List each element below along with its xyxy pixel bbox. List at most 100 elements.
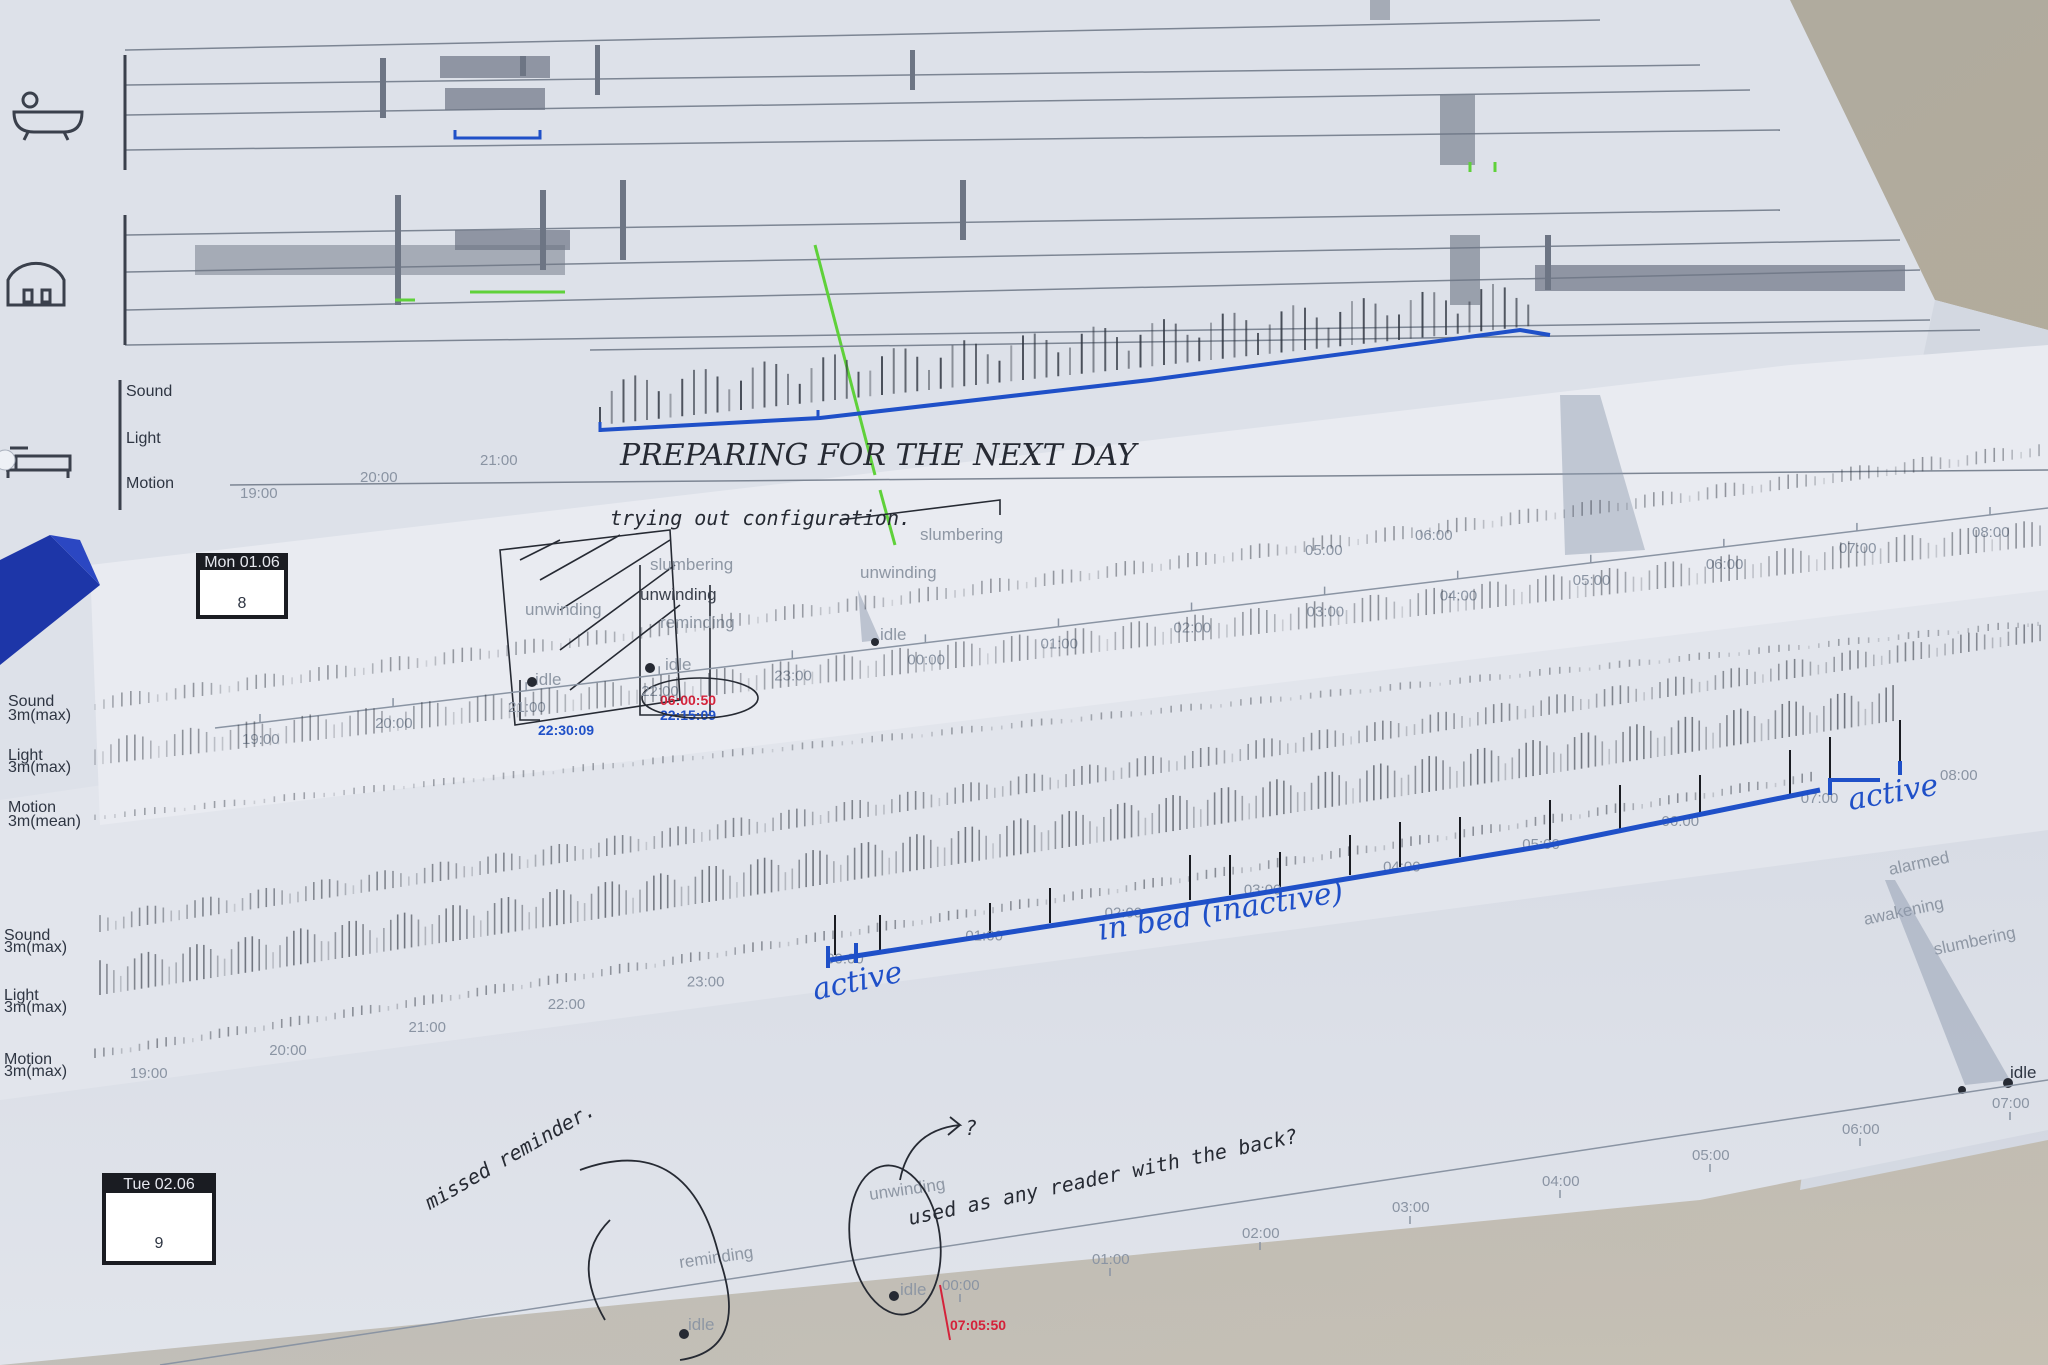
day-8-state-unwinding-overlay: unwinding [640,585,717,604]
day-8-tick-label: 23:00 [774,667,812,684]
missed-reminder-arc [579,1159,730,1361]
sensor-tick-rows [94,444,2041,1058]
sensor-axis-tick-label: 20:00 [269,1042,307,1059]
sensor-axis-tick-label: 19:00 [130,1065,168,1082]
upper-strip-1-blue-bracket [453,130,542,140]
day-9-alarm-time: 07:05:50 [950,1317,1006,1333]
sensor-label-light-2: Light [4,987,39,1004]
day-9-tick-label: 00:00 [942,1277,980,1294]
day-9-state-idle-1: idle [688,1315,714,1334]
day-8-time-handwritten-2: 22:15:09 [660,707,716,723]
day-8-tick-label: 22:00 [641,683,679,700]
day-8-state-sketch [499,529,711,726]
bed-axis-tick-1900: 19:00 [240,485,278,502]
active-bracket-left [826,943,858,968]
day-9-tick-label: 04:00 [1542,1173,1580,1190]
bed-strip-blue-brackets [598,410,820,432]
sensor-agg-sound-2: 3m(max) [4,939,67,956]
day-8-alarm-circle [641,677,759,719]
unwinding-circle [848,1164,942,1316]
day-8-tick-label: 06:00 [1706,556,1744,573]
day-9-state-dot-4 [889,1291,899,1301]
day-8-tick-label: 08:00 [1972,524,2010,541]
sensor-axis-tick-label: 21:00 [408,1019,446,1036]
day-9-state-dot-3 [679,1329,689,1339]
day-9-state-idle-right: idle [2010,1063,2036,1082]
day-9-badge-number: 9 [155,1235,164,1252]
day-9-alarm-marker [939,1284,951,1341]
day-8-tick-label: 01:00 [1040,635,1078,652]
day-9-badge-label: Tue 02.06 [123,1176,195,1193]
sensor-axis-tick-label: 23:00 [687,973,725,990]
bathtub-icon [12,91,84,141]
sensor-axis-tick-label: 22:00 [548,996,586,1013]
day-9-tick-label: 07:00 [1992,1095,2030,1112]
sensor-label-sound-1: Sound [8,693,54,710]
annotation-preparing: PREPARING FOR THE NEXT DAY [619,438,1140,473]
day-8-top-dot [871,638,879,646]
day-9-timeline-axis [159,1079,2048,1365]
day-9-state-idle-2: idle [900,1280,926,1299]
trying-out-bracket [839,499,1001,521]
day-8-timeline-axis [214,507,2048,729]
day-8-top-state-slumbering: slumbering [920,525,1003,544]
day-8-badge-number: 8 [238,595,247,612]
day-8-tick-label: 19:00 [242,731,280,748]
day-9-badge: Tue 02.06 9 [102,1173,216,1265]
green-highlight-line [813,244,877,476]
bed-axis-tick-0500: 05:00 [1305,542,1343,559]
day-8-tick-label: 04:00 [1440,588,1478,605]
bed-axis-tick-2000: 20:00 [360,469,398,486]
day-8-state-idle-1: idle [535,670,561,689]
day-8-tick-label: 07:00 [1839,540,1877,557]
day-8-top-wedge [858,590,880,642]
paper-shadow [0,830,2048,1365]
day-8-state-dot-1 [527,677,537,687]
bed-strip-ticks [599,284,1530,425]
bed-strip-blue-line [599,327,1551,432]
sensor-label-motion-1: Motion [8,799,56,816]
upper-strip-2-bars [195,180,1905,305]
bed-strip-light-label: Light [126,430,161,447]
bed-strip-sound-label: Sound [126,383,172,400]
sensor-labels-lower: Sound 3m(max) Light 3m(max) Motion 3m(ma… [4,927,67,1080]
question-arrow [899,1116,963,1181]
sensor-agg-motion-1: 3m(mean) [8,813,81,830]
day-8-tick-label: 21:00 [508,699,546,716]
sensor-labels-upper: Sound 3m(max) Light 3m(max) Motion 3m(me… [8,693,81,830]
bed-strip-state-wedge [1560,395,1645,555]
in-bed-blue-line [829,787,1821,963]
green-highlight-line-lower [878,489,897,546]
day-8-tick-label: 20:00 [375,715,413,732]
day-8-state-unwinding: unwinding [525,600,602,619]
day-9-tick-label: 02:00 [1242,1225,1280,1242]
day-8-top-state-idle: idle [880,625,906,644]
sensor-label-sound-2: Sound [4,927,50,944]
annotation-question-mark: ? [965,1116,977,1140]
upper-strip-2-green-marks [395,290,565,302]
bed-axis-tick-2100: 21:00 [480,452,518,469]
day-8-tick-label: 02:00 [1174,620,1212,637]
day-8-tick-label: 05:00 [1573,572,1611,589]
day-8-state-reminding: reminding [660,613,735,632]
day-8-top-state-unwinding: unwinding [860,563,937,582]
day-8-tick-label: 00:00 [907,651,945,668]
day-9-tick-label: 03:00 [1392,1199,1430,1216]
sensor-label-motion-2: Motion [4,1051,52,1068]
upper-strip-1-green-marks [1468,162,1497,172]
day-8-time-handwritten-1: 22:30:09 [538,722,594,738]
day-8-state-slumbering: slumbering [650,555,733,574]
sensor-agg-sound-1: 3m(max) [8,707,71,724]
day-8-sheet [90,345,2048,825]
day-8-alarm-time: 06:00:50 [660,692,716,708]
hood-icon [6,261,66,307]
bed-axis-tick-0600: 06:00 [1415,527,1453,544]
sensor-agg-light-2: 3m(max) [4,999,67,1016]
day-8-state-dot-2 [645,663,655,673]
sensor-agg-motion-2: 3m(max) [4,1063,67,1080]
sensor-axis-tick-label: 08:00 [1940,767,1978,784]
active-bracket-right [1828,761,1902,795]
day-8-timeline-ticks: 19:00 20:00 21:00 22:00 23:00 00:00 01:00 02:00… [242,507,2010,748]
annotation-trying-out: trying out configuration. [610,506,911,530]
